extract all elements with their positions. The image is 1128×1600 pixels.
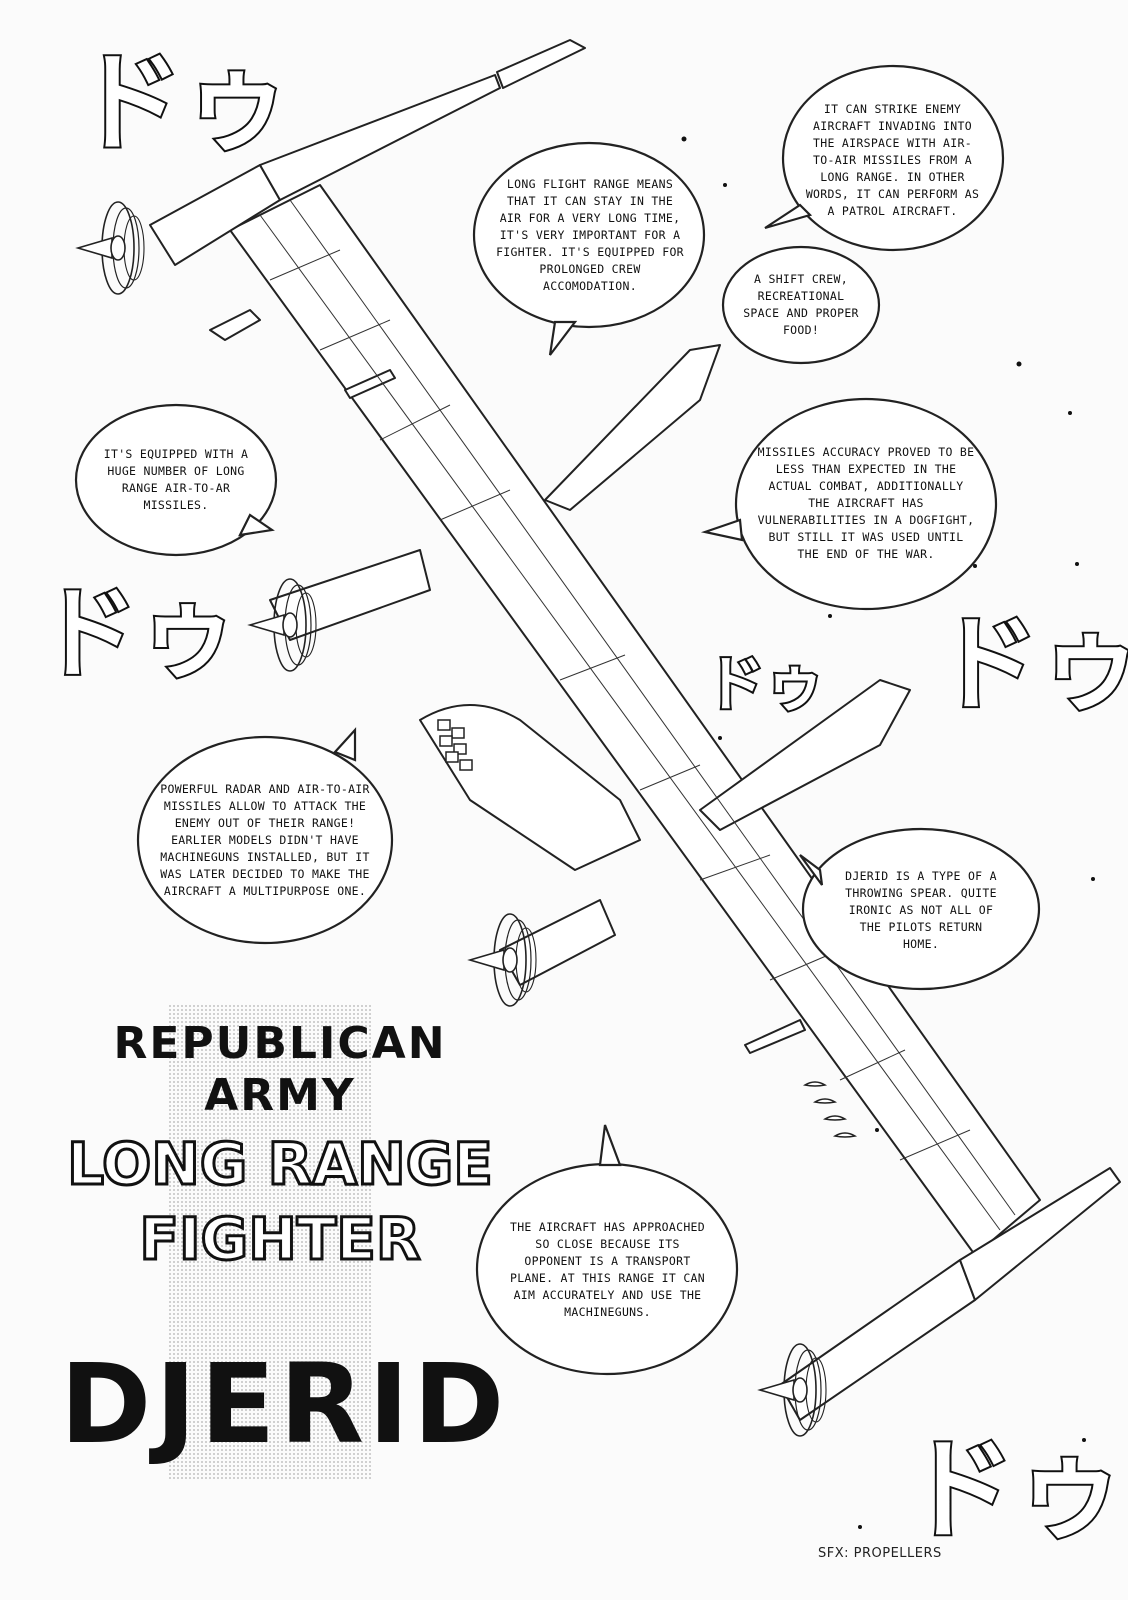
bubble-approach: The aircraft has approached so close bec… (505, 1210, 710, 1330)
bubble-accuracy: Missiles accuracy proved to be less than… (756, 428, 976, 578)
bubble-shape-shift-crew (721, 245, 881, 365)
title-army: ARMY (204, 1070, 356, 1121)
bubble-radar-text: Powerful radar and air-to-air missiles a… (160, 781, 370, 898)
bubble-approach-text: The aircraft has approached so close bec… (509, 1220, 706, 1319)
sfx-glyph-5: ドゥ (905, 1426, 1125, 1554)
aircraft-drawing (149, 39, 1121, 1421)
title-djerid: DJERID (60, 1340, 509, 1468)
sfx-glyph-4: ドゥ (935, 603, 1128, 725)
missile-markings (802, 1081, 858, 1138)
sfx-glyph-3: ドゥ (705, 650, 825, 720)
bubble-patrol: It can strike enemy aircraft invading in… (805, 95, 980, 225)
bubble-shift-crew: A shift crew, recreational space and pro… (740, 262, 862, 348)
bubble-missiles-count: It's equipped with a huge number of long… (100, 432, 252, 528)
ink-specks (681, 136, 1095, 1529)
sfx-note: SFX: PROPELLERS (818, 1546, 942, 1561)
bubble-djerid-name-text: Djerid is a type of a throwing spear. Qu… (845, 868, 997, 951)
sfx-glyphs: ドゥ ドゥ ドゥ ドゥ ドゥ (36, 39, 1128, 1556)
title-long-range: LONG RANGE (66, 1129, 495, 1200)
bubble-shape-radar (136, 735, 394, 945)
bubble-shape-patrol (781, 64, 1005, 252)
title-fighter: FIGHTER (138, 1204, 422, 1275)
bubble-shape-accuracy (734, 397, 998, 611)
bubble-shape-djerid-name (801, 827, 1041, 991)
propeller-4 (759, 1343, 827, 1437)
bubble-shape-missiles-count (74, 403, 278, 557)
sfx-glyph-1: ドゥ (75, 41, 291, 166)
title-republican: REPUBLICAN (113, 1018, 447, 1069)
bubble-flight-range: Long flight range means that it can stay… (495, 170, 685, 300)
cockpit-windows (437, 719, 473, 771)
propeller-3 (469, 913, 537, 1007)
speech-bubbles (74, 64, 1041, 1376)
propeller-1 (77, 201, 145, 295)
bubble-accuracy-text: Missiles accuracy proved to be less than… (757, 444, 975, 561)
bubble-djerid-name: Djerid is a type of a throwing spear. Qu… (840, 855, 1002, 965)
propeller-2 (249, 578, 317, 672)
bubble-shape-flight-range (472, 141, 706, 329)
title-screentone (168, 1005, 373, 1480)
bubble-patrol-text: It can strike enemy aircraft invading in… (805, 101, 980, 218)
bubble-flight-range-text: Long flight range means that it can stay… (496, 176, 684, 293)
sfx-glyph-2: ドゥ (38, 575, 238, 692)
bubble-radar: Powerful radar and air-to-air missiles a… (148, 765, 382, 915)
bubble-shift-crew-text: A shift crew, recreational space and pro… (743, 272, 859, 337)
bubble-missiles-count-text: It's equipped with a huge number of long… (103, 447, 249, 512)
